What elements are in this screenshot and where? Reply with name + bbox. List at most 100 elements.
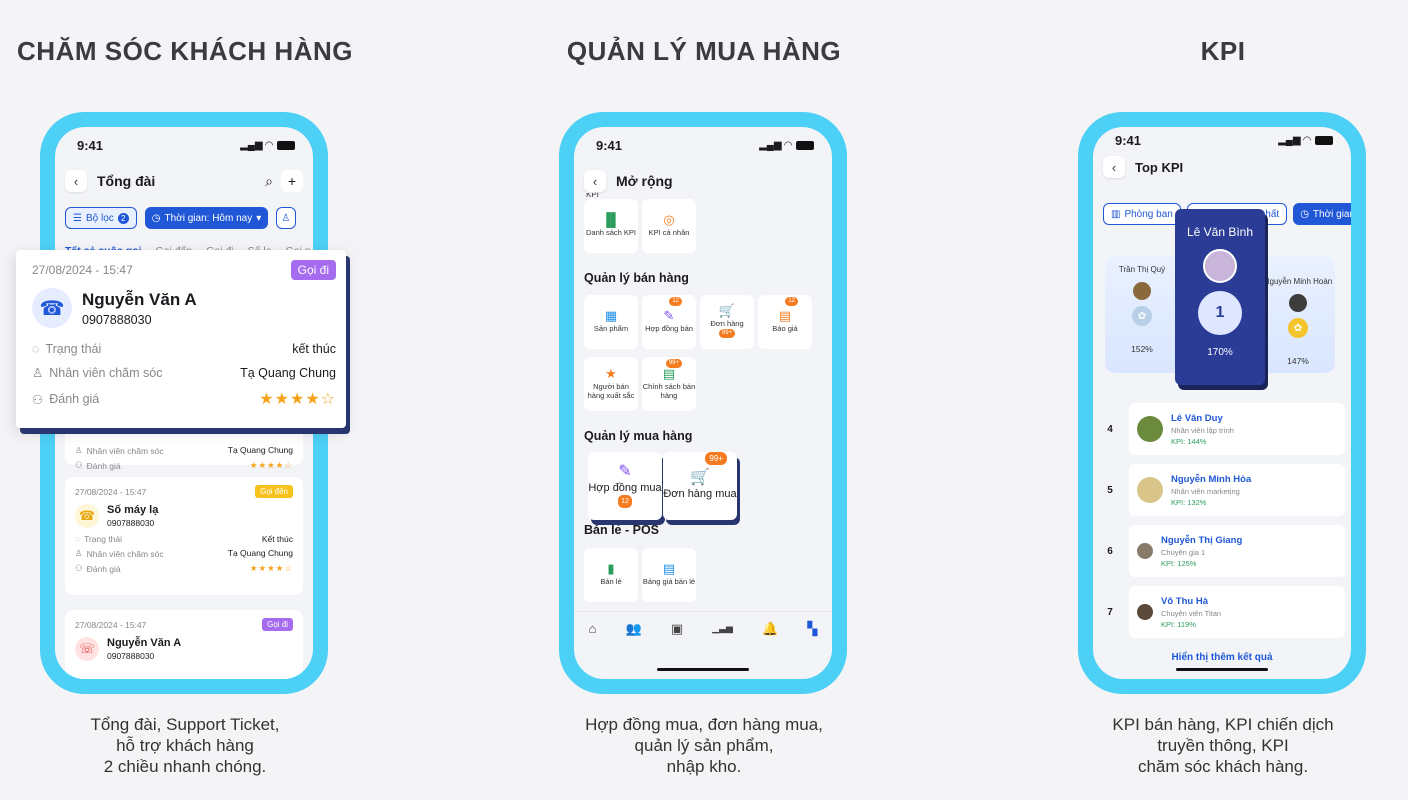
signal-icon: ▂▄▆ ◠	[240, 140, 295, 151]
home-icon[interactable]: ⌂	[588, 621, 597, 636]
back-button[interactable]: ‹	[65, 170, 87, 192]
section-title-customer-care: CHĂM SÓC KHÁCH HÀNG	[17, 36, 353, 66]
building-icon: ▥	[1111, 208, 1121, 220]
team-icon[interactable]: 👥	[625, 620, 642, 636]
podium-second[interactable]: Trần Thị Quý ✿ 152%	[1107, 265, 1177, 354]
star-icon: ★	[605, 365, 617, 381]
rating-icon: ⚇	[75, 460, 83, 470]
rank-role: Chuyên gia 1	[1161, 547, 1206, 557]
tile-purchase-contract[interactable]: ✎ Hợp đồng mua 12	[588, 452, 662, 520]
cut-section-label: KPI	[586, 193, 599, 199]
rank-number: 4	[1107, 423, 1113, 435]
first-name: Lê Văn Bình	[1186, 225, 1254, 239]
bottle-icon: ▮	[607, 561, 615, 576]
tile-products[interactable]: ▦Sản phẩm	[584, 295, 638, 349]
status-icon: ◌	[75, 534, 81, 544]
user-filter-chip[interactable]: ♙	[276, 207, 297, 229]
status-icon: ◌	[32, 342, 40, 356]
rank-kpi: KPI: 125%	[1161, 558, 1197, 568]
call-date: 27/08/2024 - 15:47	[75, 619, 147, 630]
department-filter-chip[interactable]: ▥Phòng ban	[1103, 203, 1181, 225]
caller-phone: 0907888030	[107, 518, 155, 528]
filter-count-badge: 2	[117, 212, 129, 224]
bell-icon[interactable]: 🔔	[762, 620, 779, 636]
rating-label: ⚇Đánh giá	[75, 460, 121, 471]
rating-stars: ★★★★☆	[249, 460, 293, 470]
count-badge: 99+	[705, 452, 727, 465]
avatar	[1133, 282, 1151, 300]
filter-button[interactable]: ☰ Bộ lọc 2	[65, 207, 137, 229]
popup-staff-name: Tạ Quang Chung	[240, 365, 336, 380]
status-time: 9:41	[1115, 132, 1142, 148]
rank-kpi: KPI: 144%	[1171, 436, 1207, 446]
second-name: Trần Thị Quý	[1118, 265, 1166, 274]
clock-icon: ◷	[151, 212, 161, 224]
phone-purchasing: 9:41 ▂▄▆ ◠ ‹ Mở rộng KPI ▐▌Danh sách KPI…	[559, 112, 847, 694]
popup-rating-stars: ★★★★☆	[259, 391, 336, 408]
filter-label: Bộ lọc	[85, 212, 114, 224]
rank-role: Nhân viên lập trình	[1171, 425, 1234, 435]
tile-retail[interactable]: ▮Bán lẻ	[584, 548, 638, 602]
count-badge: 12	[669, 297, 682, 306]
search-icon[interactable]: ⌕	[265, 172, 273, 189]
tile-purchase-order[interactable]: 99+ 🛒 Đơn hàng mua	[663, 452, 737, 520]
rank-role: Nhân viên marketing	[1171, 486, 1240, 496]
count-badge: 12	[785, 297, 798, 306]
screen-top-kpi: 9:41 ▂▄▆ ◠ ‹ Top KPI ▥Phòng ban ▁▃▅KPI c…	[1093, 127, 1351, 679]
tile-kpi-list[interactable]: ▐▌Danh sách KPI	[584, 199, 638, 253]
missed-call-icon: ☏	[75, 637, 99, 661]
staff-label: ♙Nhân viên chăm sóc	[75, 445, 164, 456]
back-button[interactable]: ‹	[584, 170, 606, 192]
top-nav: ‹ Mở rộng	[584, 167, 822, 195]
tile-retail-price-list[interactable]: ▤Bảng giá bán lẻ	[642, 548, 696, 602]
status-label: ◌Trạng thái	[75, 534, 123, 544]
rank-name: Nguyễn Thị Giang	[1161, 534, 1243, 546]
third-name: Nguyễn Minh Hoàn	[1263, 277, 1333, 286]
incoming-call-icon: ☎	[75, 504, 99, 528]
rank-number: 7	[1107, 606, 1113, 618]
rating-icon: ⚇	[32, 392, 44, 407]
box-icon: ▦	[604, 308, 618, 323]
time-filter-chip[interactable]: ◷Thời gian	[1293, 203, 1351, 225]
tile-label: Đơn hàng mua	[663, 488, 737, 500]
tile-top-seller[interactable]: ★Người bán hàng xuất sắc	[584, 357, 638, 411]
podium-first[interactable]: Lê Văn Bình 1 170%	[1175, 209, 1265, 385]
podium-third[interactable]: Nguyễn Minh Hoàn ✿ 147%	[1263, 277, 1333, 366]
grid-icon[interactable]: ▚	[807, 620, 818, 636]
tile-sales-contract[interactable]: 12✎Hợp đồng bán	[642, 295, 696, 349]
section-title-purchasing: QUẢN LÝ MUA HÀNG	[566, 36, 842, 66]
popup-call-date: 27/08/2024 - 15:47	[32, 263, 133, 277]
page-title: Mở rộng	[616, 173, 673, 189]
staff-name: Tạ Quang Chung	[227, 445, 293, 455]
time-filter-chip[interactable]: ◷ Thời gian: Hôm nay ▾	[144, 207, 269, 229]
tile-quotation[interactable]: 12▤Báo giá	[758, 295, 812, 349]
tile-personal-kpi[interactable]: ◎KPI cá nhân	[642, 199, 696, 253]
battery-icon	[796, 140, 814, 150]
bar-chart-icon[interactable]: ▁▃▅	[712, 623, 733, 633]
status-bar: 9:41 ▂▄▆ ◠	[574, 127, 832, 163]
filter-bar: ☰ Bộ lọc 2 ◷ Thời gian: Hôm nay ▾ ♙	[65, 207, 297, 229]
battery-icon	[1315, 135, 1333, 145]
back-button[interactable]: ‹	[1103, 156, 1125, 178]
third-pct: 147%	[1287, 356, 1309, 366]
briefcase-icon[interactable]: ▣	[670, 620, 684, 636]
add-button[interactable]: +	[281, 170, 303, 192]
show-more-link[interactable]: Hiển thị thêm kết quả	[1171, 652, 1273, 663]
popup-call-type-badge: Gọi đi	[290, 260, 336, 280]
tile-sales-policy[interactable]: 99+▤Chính sách bán hàng	[642, 357, 696, 411]
bottom-nav: ⌂ 👥 ▣ ▁▃▅ 🔔 ▚	[574, 611, 832, 645]
caller-name: Nguyễn Văn A	[107, 637, 182, 649]
time-filter-label: Thời gian: Hôm nay	[164, 212, 253, 224]
sales-section-title: Quản lý bán hàng	[584, 271, 689, 285]
page-title: Top KPI	[1135, 159, 1184, 175]
rank-role: Chuyên viên Titan	[1161, 608, 1222, 618]
